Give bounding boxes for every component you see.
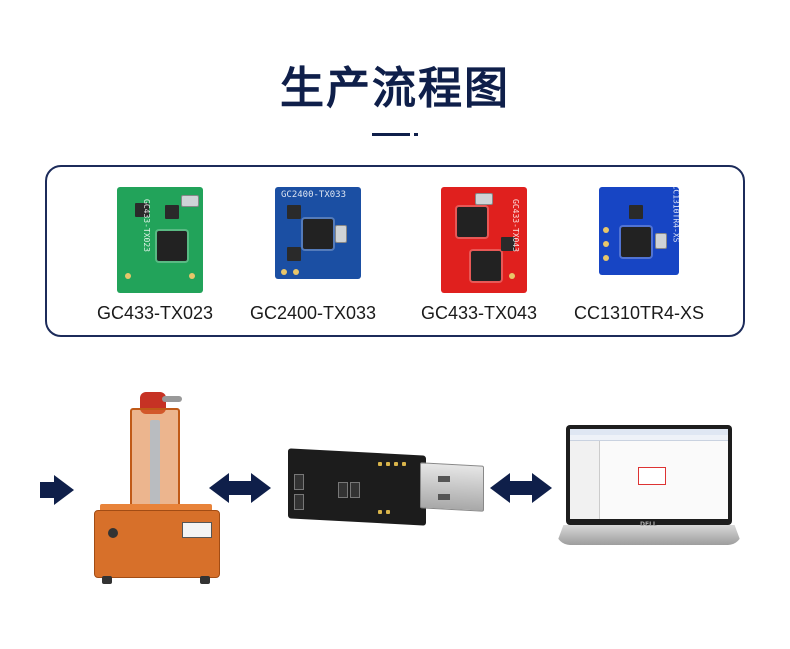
module-board-image: CC1310TR4-XS <box>599 185 680 275</box>
title-underline-dot <box>414 133 418 136</box>
double-arrow-icon <box>209 473 271 503</box>
module-card: GC433-TX043 GC433-TX043 <box>399 187 559 327</box>
module-board-image: GC2400-TX033 <box>275 187 361 279</box>
module-label: CC1310TR4-XS <box>573 303 705 323</box>
module-board-image: GC433-TX023 <box>117 187 203 293</box>
title-underline <box>372 133 410 136</box>
module-panel: GC433-TX023 GC433-TX023 GC2400-TX033 GC2… <box>45 165 745 337</box>
module-card: CC1310TR4-XS CC1310TR4-XS <box>559 185 719 327</box>
double-arrow-icon <box>490 473 552 503</box>
test-fixture-icon <box>92 390 222 590</box>
module-label: GC2400-TX033 <box>249 303 377 323</box>
page-title: 生产流程图 <box>280 63 510 114</box>
usb-dongle-icon <box>288 448 488 526</box>
module-board-image: GC433-TX043 <box>441 187 527 293</box>
module-label: GC433-TX023 <box>96 303 214 323</box>
module-card: GC2400-TX033 GC2400-TX033 <box>233 187 393 327</box>
laptop-icon: DELL <box>556 425 742 550</box>
module-card: GC433-TX023 GC433-TX023 <box>75 187 235 327</box>
module-label: GC433-TX043 <box>420 303 538 323</box>
laptop-brand: DELL <box>640 521 657 528</box>
laptop-screen <box>570 429 728 519</box>
